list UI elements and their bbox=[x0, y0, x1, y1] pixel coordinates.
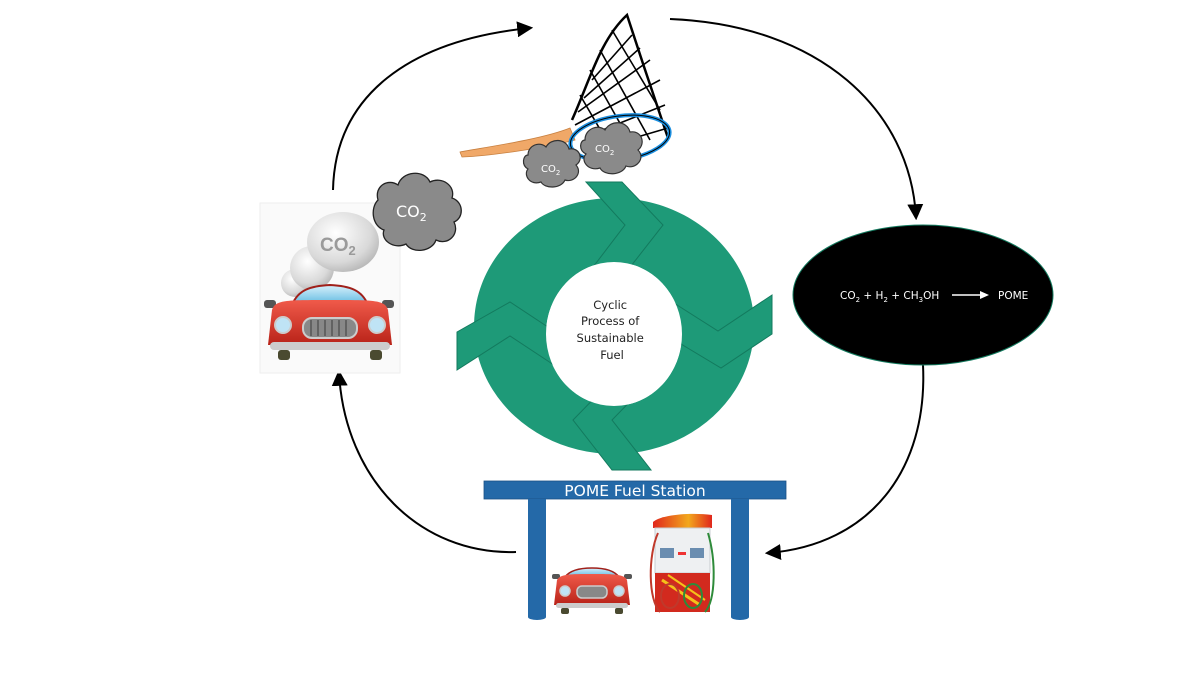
reaction-equation: CO2 + H2 + CH3OH bbox=[840, 290, 939, 304]
station-pillar-left bbox=[528, 499, 546, 617]
flow-arrows bbox=[331, 18, 925, 560]
capture-net: CO2 CO2 bbox=[459, 12, 672, 188]
exhaust-puffs-icon: CO2 bbox=[281, 212, 379, 297]
cycle-ring-body bbox=[474, 198, 755, 454]
reaction-arrowhead-icon bbox=[980, 291, 989, 299]
reaction-product: POME bbox=[998, 290, 1028, 302]
station-car-icon bbox=[552, 567, 632, 614]
svg-text:CO2: CO2 bbox=[320, 235, 356, 258]
svg-text:CO2: CO2 bbox=[595, 144, 614, 157]
arrow-station-to-car bbox=[331, 369, 517, 554]
fuel-station-node: POME Fuel Station bbox=[483, 480, 787, 620]
arrow-reaction-to-station bbox=[764, 364, 925, 560]
cycle-center bbox=[546, 262, 682, 406]
fuel-pump-icon bbox=[649, 513, 715, 613]
cycle-center-label: Cyclic Process of Sustainable Fuel bbox=[577, 298, 648, 362]
svg-text:CO2: CO2 bbox=[541, 164, 560, 177]
co2-cloud-capture-left: CO2 bbox=[522, 139, 581, 188]
reaction-node: CO2 + H2 + CH3OH POME bbox=[792, 224, 1054, 366]
red-car-icon bbox=[264, 283, 394, 360]
reaction-ellipse bbox=[792, 224, 1054, 366]
net-handle-icon bbox=[459, 127, 576, 158]
svg-text:CO2: CO2 bbox=[396, 202, 427, 224]
arrow-car-to-capture bbox=[332, 21, 534, 191]
arrow-capture-to-reaction bbox=[669, 18, 924, 221]
cycle-ring: Cyclic Process of Sustainable Fuel bbox=[456, 181, 773, 471]
car-emission-node: CO2 CO2 bbox=[259, 172, 462, 374]
station-canopy bbox=[483, 480, 787, 500]
co2-cloud-capture-right: CO2 bbox=[580, 122, 643, 175]
station-sign: POME Fuel Station bbox=[564, 482, 705, 500]
co2-cloud-large: CO2 bbox=[372, 172, 462, 251]
station-pillar-right bbox=[731, 499, 749, 617]
